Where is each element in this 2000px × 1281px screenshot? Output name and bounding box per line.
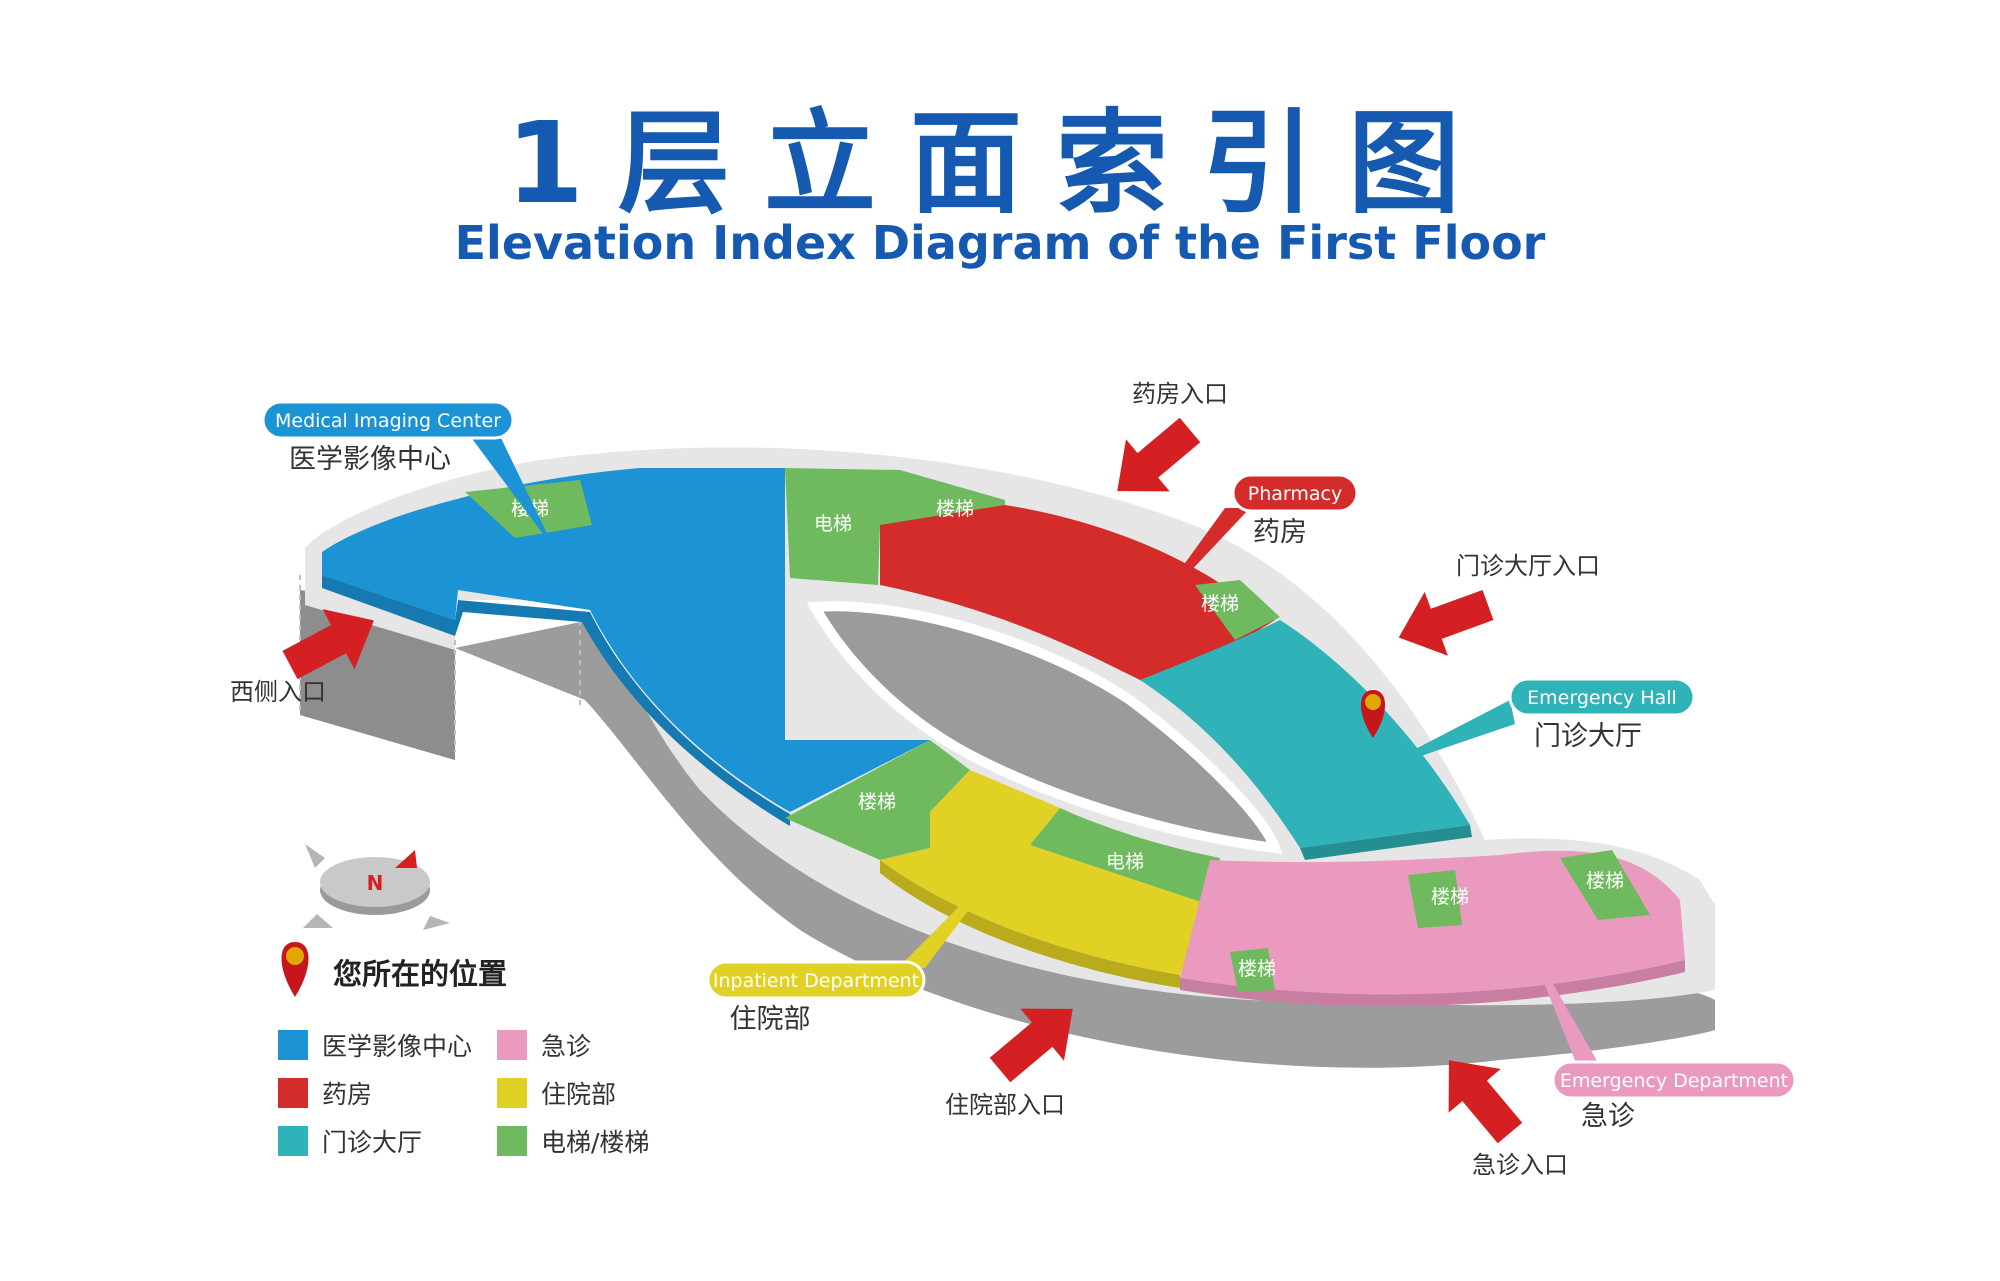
compass-north-pointer (395, 850, 417, 868)
compass-pointer-right (423, 916, 450, 930)
entrance-pharmacy-label: 药房入口 (1132, 380, 1228, 408)
compass-letter: N (367, 871, 384, 895)
legend-swatch-inpatient (497, 1078, 527, 1108)
page-title-cn: 1层立面索引图 (506, 99, 1494, 229)
callout-badge (261, 400, 515, 440)
zone-pharmacy (880, 505, 1275, 680)
legend-swatch-pharmacy (278, 1078, 308, 1108)
callout-badge (1231, 473, 1359, 513)
arrow-hall (1398, 589, 1494, 656)
compass-pointer-left (305, 844, 325, 868)
zone-imaging (322, 468, 930, 812)
page-title-en: Elevation Index Diagram of the First Flo… (454, 216, 1546, 270)
callout-imaging-cn: 医学影像中心 (289, 444, 451, 475)
label-stairs-emergency-3: 楼梯 (1238, 958, 1276, 980)
callout-hall-en: Emergency Hall (1527, 687, 1677, 709)
pin-dot (1365, 694, 1381, 710)
compass: N (303, 844, 450, 930)
label-stairs-inpatient: 楼梯 (858, 791, 896, 813)
entrance-labels: 西侧入口 药房入口 门诊大厅入口 住院部入口 急诊入口 (230, 380, 1600, 1179)
compass-pointer-bottom (303, 914, 333, 928)
legend-label-stairs: 电梯/楼梯 (541, 1128, 649, 1157)
legend-swatch-stairs (497, 1126, 527, 1156)
callout-pointer (1365, 700, 1515, 775)
callout-pharmacy-cn: 药房 (1253, 517, 1307, 548)
zone-inpatient (880, 770, 1210, 975)
label-elevator-top: 电梯 (814, 513, 852, 535)
entrance-arrows (282, 417, 1523, 1144)
label-stairs-top: 楼梯 (936, 498, 974, 520)
zones (322, 468, 1685, 1007)
compass-face (320, 857, 430, 907)
callout-pointer (1525, 935, 1600, 1068)
callout-badge (1508, 677, 1696, 717)
callout-inpatient: Inpatient Department 住院部 (706, 855, 1010, 1035)
label-stairs-emergency-2: 楼梯 (1586, 870, 1624, 892)
callout-pharmacy-en: Pharmacy (1248, 483, 1342, 505)
legend-swatch-hall (278, 1126, 308, 1156)
zone-inpatient-stairs (785, 740, 970, 860)
callout-emergency-en: Emergency Department (1560, 1070, 1788, 1092)
callout-hall-cn: 门诊大厅 (1534, 721, 1642, 752)
label-stairs-pharmacy: 楼梯 (1201, 593, 1239, 615)
callout-emergency: Emergency Department 急诊 (1525, 935, 1797, 1132)
legend-swatch-emergency (497, 1030, 527, 1060)
entrance-inpatient-label: 住院部入口 (945, 1091, 1065, 1119)
zone-emergency-stairs-3 (1230, 948, 1275, 992)
zone-emergency-stairs-1 (1408, 870, 1462, 928)
callout-pharmacy: Pharmacy 药房 (1140, 473, 1359, 625)
callout-emergency-cn: 急诊 (1581, 1101, 1635, 1132)
callout-pointer (470, 436, 555, 550)
callout-inpatient-en: Inpatient Department (713, 970, 919, 992)
arrow-pharmacy (1117, 417, 1201, 492)
callout-badge (706, 960, 926, 1000)
legend-label-hall: 门诊大厅 (322, 1128, 422, 1157)
zone-pharmacy-stairs (1195, 580, 1280, 640)
room-labels: 楼梯 电梯 楼梯 楼梯 楼梯 电梯 楼梯 楼梯 楼梯 (511, 498, 1624, 980)
entrance-west-label: 西侧入口 (230, 678, 326, 706)
legend-label-imaging: 医学影像中心 (322, 1032, 472, 1061)
zone-imaging-edge (322, 575, 790, 826)
entrance-hall-label: 门诊大厅入口 (1456, 552, 1600, 580)
zone-hall-edge (1300, 825, 1472, 860)
arrow-west (282, 609, 374, 680)
zone-elevator-top (785, 468, 1005, 585)
zone-hall (1140, 620, 1470, 848)
zone-elevator-mid (1030, 808, 1220, 905)
label-stairs-emergency-1: 楼梯 (1431, 886, 1469, 908)
legend: 您所在的位置 医学影像中心 急诊 药房 住院部 门诊大厅 电梯/楼梯 (278, 942, 649, 1157)
zone-emergency-stairs-2 (1560, 850, 1650, 920)
callout-imaging: Medical Imaging Center 医学影像中心 (261, 400, 555, 550)
zone-inpatient-edge (880, 860, 1180, 988)
legend-label-emergency: 急诊 (541, 1032, 591, 1061)
entrance-emergency-label: 急诊入口 (1472, 1151, 1568, 1179)
legend-swatch-imaging (278, 1030, 308, 1060)
callout-imaging-en: Medical Imaging Center (275, 410, 501, 432)
legend-pin (281, 942, 309, 997)
pin-dot (286, 947, 304, 965)
you-are-here-pin (1361, 690, 1385, 738)
arrow-inpatient (989, 1008, 1073, 1083)
courtyard (806, 601, 1283, 854)
callout-pointer (1140, 508, 1250, 625)
callout-badge (1551, 1060, 1797, 1100)
callout-hall: Emergency Hall 门诊大厅 (1365, 677, 1696, 775)
callout-pointer (898, 855, 1010, 968)
arrow-emergency (1448, 1060, 1523, 1144)
callout-inpatient-cn: 住院部 (730, 1004, 811, 1035)
label-elevator-mid: 电梯 (1106, 851, 1144, 873)
legend-label-pharmacy: 药房 (322, 1080, 372, 1109)
legend-label-inpatient: 住院部 (541, 1080, 616, 1109)
legend-you-are-here: 您所在的位置 (333, 957, 507, 991)
